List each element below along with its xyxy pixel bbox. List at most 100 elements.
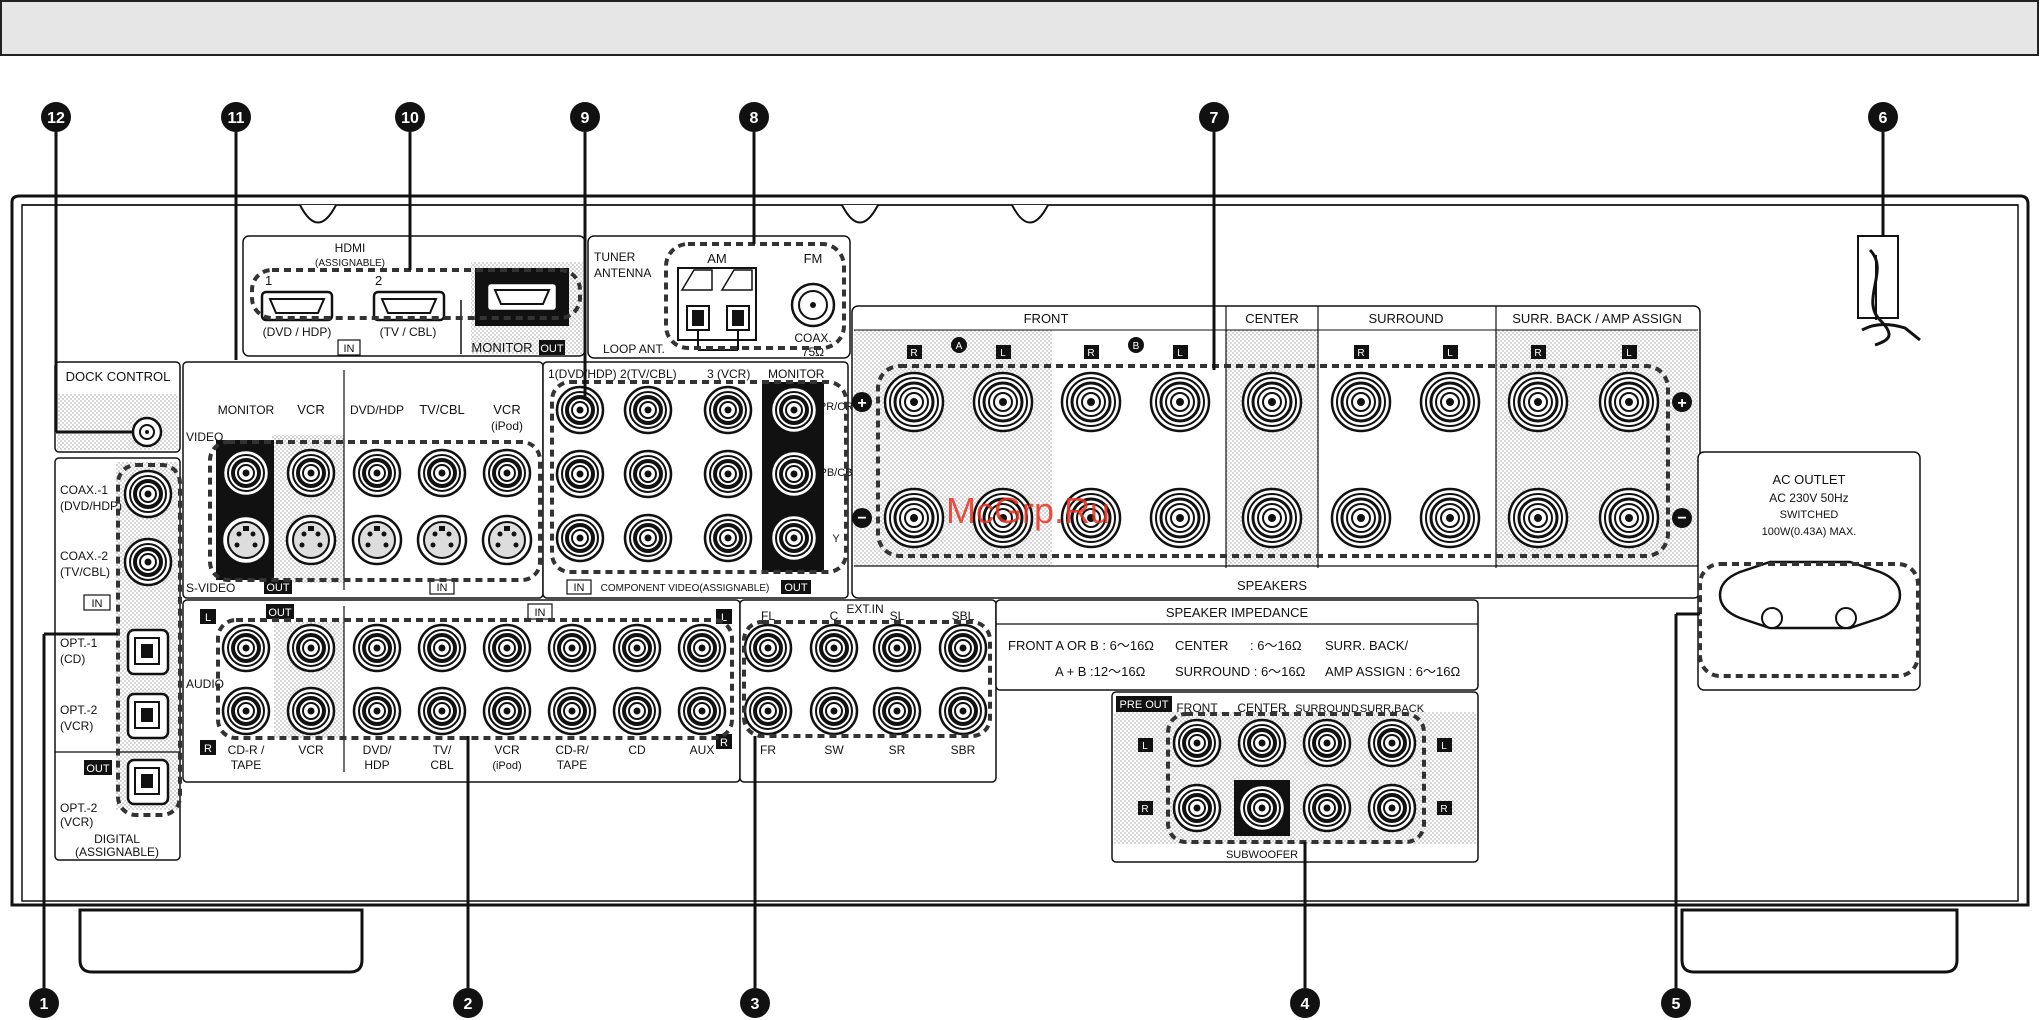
audio-vcr-ipod-line2: (iPod) <box>492 760 521 772</box>
video-vcr-out-jack[interactable] <box>286 448 336 498</box>
video-vcr-ipod-in-jack[interactable] <box>482 448 532 498</box>
badge-a: A <box>956 341 963 352</box>
speaker-front-b-l-plus[interactable] <box>1149 371 1211 433</box>
extin-fl-jack[interactable] <box>743 623 793 673</box>
audio-vcr-out-label: VCR <box>298 743 324 757</box>
audio-dvd-r-jack[interactable] <box>352 686 402 736</box>
ac-outlet-socket[interactable] <box>1718 560 1902 630</box>
component-monitor-pb-jack[interactable] <box>769 449 819 499</box>
extin-fr-jack[interactable] <box>743 686 793 736</box>
component-2-pb-jack[interactable] <box>623 449 673 499</box>
extin-c-jack[interactable] <box>809 623 859 673</box>
speaker-surrback-r-plus[interactable] <box>1507 371 1569 433</box>
component-2-pr-jack[interactable] <box>623 385 673 435</box>
audio-aux-r-jack[interactable] <box>677 686 727 736</box>
preout-front-l-jack[interactable] <box>1172 718 1222 768</box>
speaker-front-a-l-plus[interactable] <box>972 371 1034 433</box>
audio-cd-r-jack[interactable] <box>612 686 662 736</box>
extin-sl-jack[interactable] <box>872 623 922 673</box>
video-col-vcr-ipod-line1: VCR <box>493 402 520 417</box>
video-dvd-in-jack[interactable] <box>352 448 402 498</box>
extin-sr-jack[interactable] <box>872 686 922 736</box>
hdmi-input-2-port[interactable] <box>372 290 446 322</box>
component-1-pr-jack[interactable] <box>555 385 605 435</box>
audio-cdr-out-r-jack[interactable] <box>221 686 271 736</box>
hdmi-input-1-number: 1 <box>265 273 272 288</box>
speaker-surrback-l-minus[interactable] <box>1598 487 1660 549</box>
preout-surround-l-jack[interactable] <box>1302 718 1352 768</box>
extin-sbl-jack[interactable] <box>938 623 988 673</box>
svideo-vcr-out-jack[interactable] <box>285 514 337 566</box>
audio-cdr-in-l-jack[interactable] <box>547 623 597 673</box>
callout-leaders <box>42 132 1885 988</box>
audio-vcr-out-r-jack[interactable] <box>286 686 336 736</box>
fm-antenna-jack[interactable] <box>790 282 836 328</box>
audio-dvd-l-jack[interactable] <box>352 623 402 673</box>
audio-cdr-out-line2: TAPE <box>231 758 261 772</box>
preout-front-r-jack[interactable] <box>1172 783 1222 833</box>
component-monitor-y-jack[interactable] <box>769 513 819 563</box>
component-3-y-jack[interactable] <box>703 513 753 563</box>
component-monitor-pr-jack[interactable] <box>769 385 819 435</box>
audio-vcr-out-l-jack[interactable] <box>286 623 336 673</box>
coax1-jack[interactable] <box>123 469 173 519</box>
audio-vcr-ipod-l-jack[interactable] <box>482 623 532 673</box>
component-2-y-jack[interactable] <box>623 513 673 563</box>
speaker-surround-r-plus[interactable] <box>1330 371 1392 433</box>
impedance-center: CENTER <box>1175 638 1228 653</box>
preout-subwoofer-jack[interactable] <box>1237 783 1287 833</box>
speaker-surround-r-minus[interactable] <box>1330 487 1392 549</box>
hdmi-title: HDMI <box>335 241 366 255</box>
preout-center-jack[interactable] <box>1237 718 1287 768</box>
speaker-front-b-l-minus[interactable] <box>1149 487 1211 549</box>
component-1-y-jack[interactable] <box>555 513 605 563</box>
audio-aux-l-jack[interactable] <box>677 623 727 673</box>
component-1-pb-jack[interactable] <box>555 449 605 499</box>
callout-4: 4 <box>1290 988 1320 1018</box>
audio-tv-r-jack[interactable] <box>417 686 467 736</box>
svideo-dvd-in-jack[interactable] <box>351 514 403 566</box>
optical-out-jack[interactable] <box>126 758 170 806</box>
video-monitor-out-jack[interactable] <box>221 448 271 498</box>
audio-l-badge-right: L <box>721 612 727 624</box>
speaker-front-a-r-minus[interactable] <box>883 487 945 549</box>
extin-sw-jack[interactable] <box>809 686 859 736</box>
am-antenna-terminals[interactable] <box>677 267 757 351</box>
svideo-monitor-out-jack[interactable] <box>220 514 272 566</box>
video-tv-in-jack[interactable] <box>417 448 467 498</box>
audio-aux-label: AUX <box>690 743 715 757</box>
coax2-jack[interactable] <box>123 537 173 587</box>
speaker-surrback-r-minus[interactable] <box>1507 487 1569 549</box>
audio-cdr-out-l-jack[interactable] <box>221 623 271 673</box>
callout-1-number: 1 <box>40 996 49 1013</box>
svideo-tv-in-jack[interactable] <box>416 514 468 566</box>
audio-vcr-ipod-r-jack[interactable] <box>482 686 532 736</box>
hdmi-input-1-port[interactable] <box>260 290 334 322</box>
optical-1-jack[interactable] <box>126 628 170 676</box>
audio-tv-l-jack[interactable] <box>417 623 467 673</box>
audio-cdr-in-r-jack[interactable] <box>547 686 597 736</box>
preout-l-badge: L <box>1142 741 1148 752</box>
extin-sbr-jack[interactable] <box>938 686 988 736</box>
speaker-surrback-l-plus[interactable] <box>1598 371 1660 433</box>
speaker-surround-l-minus[interactable] <box>1419 487 1481 549</box>
preout-surrback-l-jack[interactable] <box>1367 718 1417 768</box>
component-3-pr-jack[interactable] <box>703 385 753 435</box>
svideo-vcr-ipod-in-jack[interactable] <box>481 514 533 566</box>
audio-dvd-line1: DVD/ <box>363 743 392 757</box>
speaker-center-plus[interactable] <box>1241 371 1303 433</box>
dock-control-jack[interactable] <box>131 416 163 448</box>
extin-sbr: SBR <box>951 743 976 757</box>
component-3-pb-jack[interactable] <box>703 449 753 499</box>
speaker-front-b-r-plus[interactable] <box>1060 371 1122 433</box>
preout-surrback-r-jack[interactable] <box>1367 783 1417 833</box>
speaker-front-a-r-plus[interactable] <box>883 371 945 433</box>
video-col-dvd: DVD/HDP <box>350 403 404 417</box>
callout-3-number: 3 <box>751 996 760 1013</box>
preout-surround-r-jack[interactable] <box>1302 783 1352 833</box>
extin-title: EXT.IN <box>846 602 883 616</box>
audio-cd-l-jack[interactable] <box>612 623 662 673</box>
speaker-center-minus[interactable] <box>1241 487 1303 549</box>
speaker-surround-l-plus[interactable] <box>1419 371 1481 433</box>
optical-2-jack[interactable] <box>126 692 170 740</box>
